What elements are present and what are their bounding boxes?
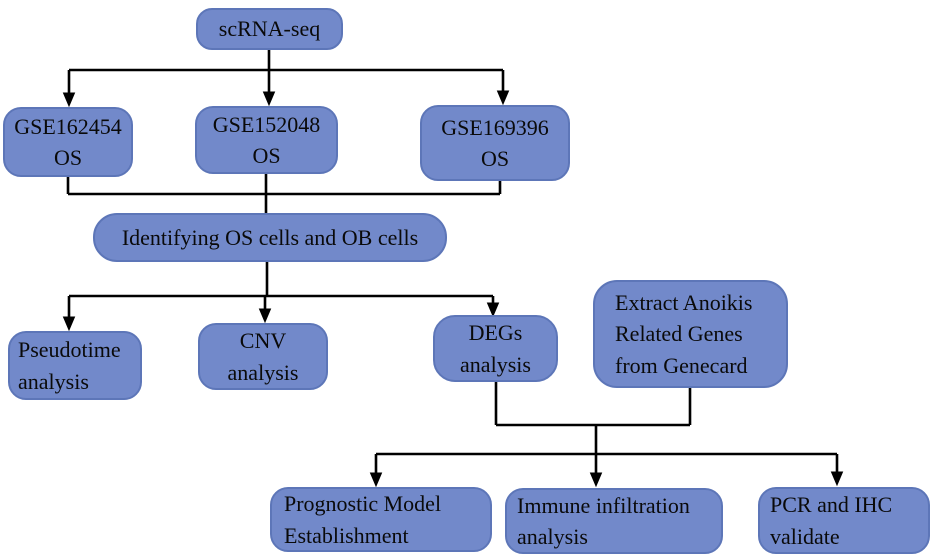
- node-label: GSE152048 OS: [212, 111, 321, 168]
- node-degs-analysis: DEGs analysis: [433, 315, 558, 382]
- node-gse162454-os: GSE162454 OS: [3, 107, 133, 177]
- node-label: Extract Anoikis Related Genes from Genec…: [615, 290, 753, 378]
- node-label: Immune infiltration analysis: [517, 492, 690, 549]
- connector-degs-extract-to-bottom: [374, 382, 839, 474]
- node-label: CNV analysis: [227, 328, 299, 385]
- node-label: PCR and IHC validate: [770, 492, 893, 549]
- node-scrna-seq: scRNA-seq: [196, 8, 343, 50]
- node-immune-infiltration: Immune infiltration analysis: [505, 488, 723, 554]
- arrowheads-degs-extract-to-bottom: [369, 471, 844, 488]
- node-label: GSE162454 OS: [14, 113, 122, 170]
- arrowheads-scrna-to-gse-datasets: [62, 90, 510, 108]
- node-pseudotime-analysis: Pseudotime analysis: [8, 331, 142, 400]
- node-label: scRNA-seq: [218, 16, 321, 42]
- node-label: Prognostic Model Establishment: [284, 491, 442, 548]
- node-pcr-ihc-validate: PCR and IHC validate: [758, 487, 930, 554]
- node-extract-anoikis-genes: Extract Anoikis Related Genes from Genec…: [593, 280, 788, 388]
- node-label: Identifying OS cells and OB cells: [121, 224, 419, 250]
- node-identifying-os-ob-cells: Identifying OS cells and OB cells: [93, 213, 447, 262]
- node-gse152048-os: GSE152048 OS: [195, 106, 338, 174]
- node-label: GSE169396 OS: [441, 114, 549, 171]
- connector-scrna-to-gse-datasets: [67, 50, 505, 94]
- node-label: DEGs analysis: [460, 320, 531, 377]
- node-cnv-analysis: CNV analysis: [198, 323, 328, 390]
- node-label: Pseudotime analysis: [18, 337, 121, 394]
- node-gse169396-os: GSE169396 OS: [420, 105, 570, 181]
- connector-identifying-to-analyses: [67, 262, 495, 318]
- node-prognostic-model: Prognostic Model Establishment: [270, 487, 492, 552]
